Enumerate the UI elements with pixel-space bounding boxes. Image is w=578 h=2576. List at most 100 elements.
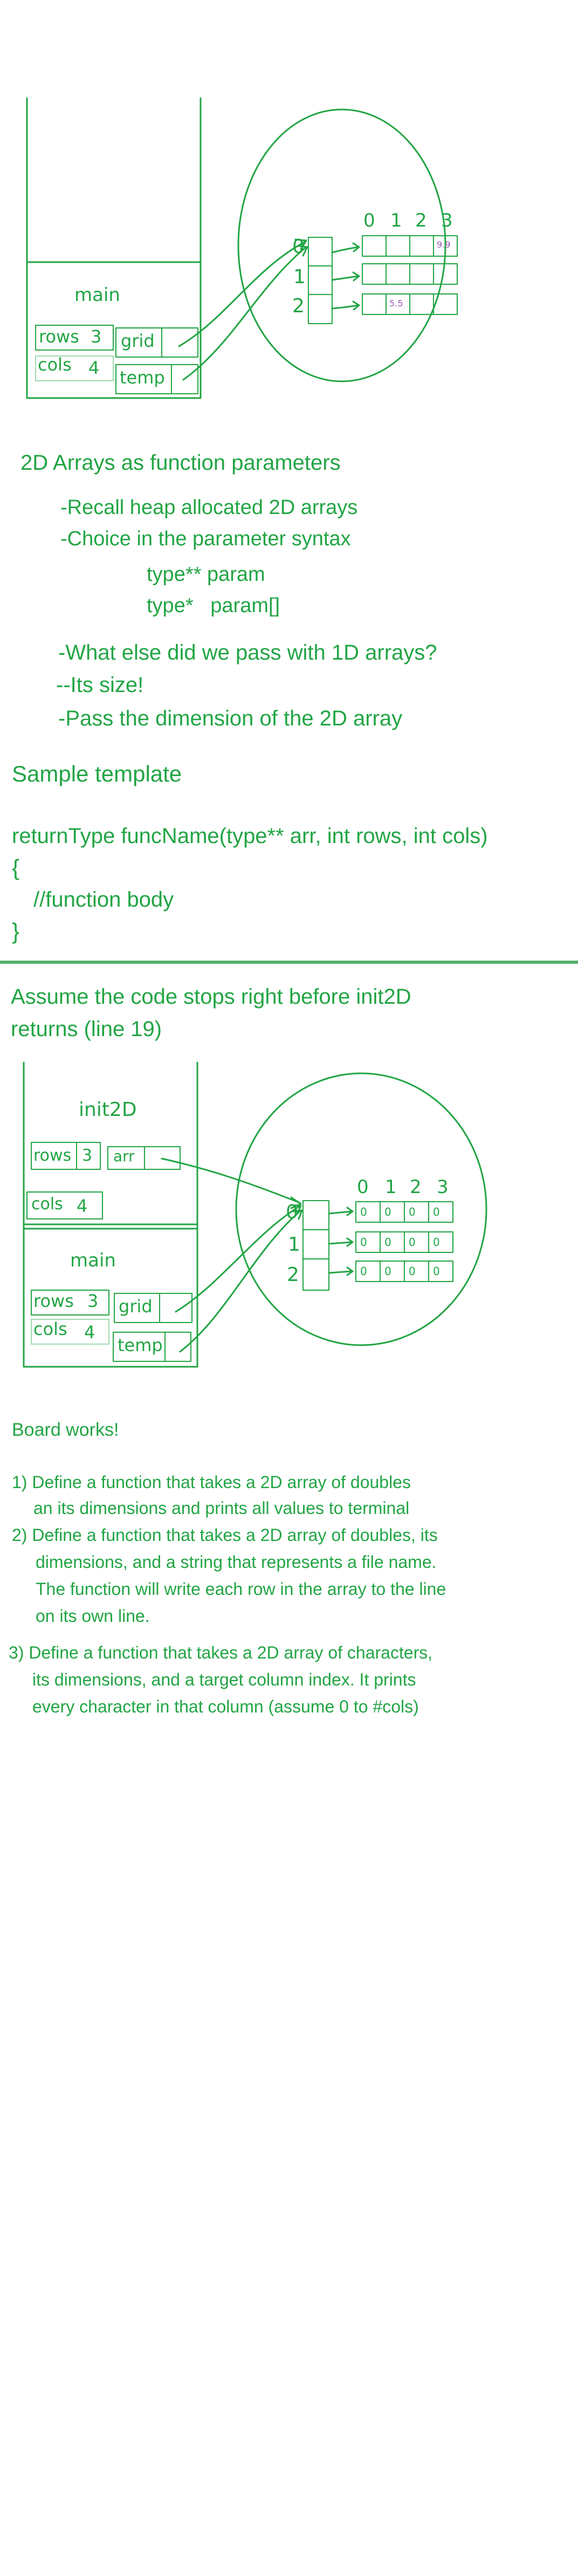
bullet-choice: -Choice in the parameter syntax	[60, 527, 351, 550]
temp-to-heap-arrow-2	[179, 1209, 302, 1353]
temp-box-2	[113, 1332, 191, 1362]
row-index-1: 1	[293, 266, 306, 288]
grid-box-2	[114, 1293, 192, 1323]
template-close-brace: }	[12, 919, 20, 944]
stack-frame-diagram-2	[23, 1061, 198, 1368]
main-cols-box	[31, 1319, 109, 1345]
col-index-2: 2	[415, 210, 427, 231]
temp-to-heap-arrow	[182, 246, 307, 381]
cell-value-5-5: 5.5	[389, 298, 403, 309]
exercise-1-line-2: an its dimensions and prints all values …	[33, 1498, 410, 1518]
cell-zero: 0	[409, 1236, 416, 1249]
init-rows-value: 3	[82, 1146, 93, 1165]
cell-zero: 0	[433, 1265, 440, 1278]
cell-zero: 0	[409, 1205, 416, 1218]
heap-circle-2	[235, 1072, 487, 1346]
init-rows-label: rows	[33, 1146, 72, 1165]
row2-index-1: 1	[288, 1234, 300, 1256]
rows-value: 3	[91, 326, 102, 347]
row-0-arrow	[331, 246, 359, 254]
col2-index-1: 1	[385, 1176, 397, 1198]
main-rows-value: 3	[87, 1291, 99, 1311]
row2-index-0: 0	[286, 1201, 298, 1223]
cols-label: cols	[38, 354, 72, 375]
col2-index-3: 3	[437, 1176, 449, 1198]
cell-zero: 0	[384, 1205, 391, 1218]
cell-zero: 0	[433, 1205, 440, 1218]
template-heading: Sample template	[12, 761, 182, 786]
grid-to-heap-arrow	[178, 241, 306, 347]
bullet-pass-dimension: -Pass the dimension of the 2D array	[58, 707, 403, 730]
grid-label-2: grid	[119, 1296, 153, 1317]
main-frame-label-2: main	[70, 1250, 116, 1271]
temp-variable-box	[115, 364, 198, 394]
cell-zero: 0	[384, 1236, 391, 1249]
cell-zero: 0	[433, 1236, 440, 1249]
heap-diagram-2	[161, 1072, 487, 1353]
template-body: //function body	[33, 888, 174, 912]
board-heading: Board works!	[12, 1420, 119, 1440]
arr-label: arr	[113, 1147, 135, 1165]
syntax-double-pointer: type** param	[147, 563, 265, 586]
assume-line-2: returns (line 19)	[11, 1017, 162, 1041]
stack-frame-diagram-1	[26, 97, 202, 399]
heap-circle	[237, 108, 446, 382]
assume-line-1: Assume the code stops right before init2…	[11, 985, 411, 1009]
main-cols-value: 4	[84, 1322, 95, 1342]
template-signature: returnType funcName(type** arr, int rows…	[12, 824, 488, 848]
row-2-arrow	[331, 304, 359, 310]
temp-label: temp	[120, 367, 165, 388]
exercise-2-line-3: The function will write each row in the …	[36, 1579, 446, 1599]
main-rows-box	[31, 1290, 109, 1316]
main-frame-label: main	[74, 284, 120, 306]
exercise-3-line-1: 3) Define a function that takes a 2D arr…	[9, 1643, 433, 1662]
row-index-0: 0	[292, 236, 305, 258]
init-cols-label: cols	[31, 1195, 63, 1214]
init-rows-box	[31, 1142, 101, 1170]
arr-to-heap-arrow	[161, 1157, 301, 1204]
rows-variable-box	[35, 325, 114, 351]
syntax-array-param: type* param[]	[147, 594, 280, 617]
cols-variable-box	[35, 355, 114, 381]
init2d-frame-label: init2D	[79, 1099, 137, 1121]
col-index-3: 3	[441, 210, 453, 231]
exercise-1-line-1: 1) Define a function that takes a 2D arr…	[12, 1472, 411, 1492]
grid-variable-box	[115, 327, 198, 358]
cell-zero: 0	[384, 1265, 391, 1278]
col-index-0: 0	[363, 210, 375, 231]
row-pointer-array-2	[302, 1200, 329, 1291]
cell-value-9-9: 9.9	[437, 239, 451, 250]
init-cols-box	[26, 1191, 103, 1220]
bullet-recall: -Recall heap allocated 2D arrays	[60, 496, 358, 519]
exercise-2-line-2: dimensions, and a string that represents…	[36, 1552, 437, 1572]
row-pointer-array	[308, 237, 333, 324]
col2-index-0: 0	[357, 1176, 369, 1198]
bullet-what-else: -What else did we pass with 1D arrays?	[58, 641, 437, 664]
cell-zero: 0	[409, 1265, 416, 1278]
exercise-3-line-2: its dimensions, and a target column inde…	[32, 1670, 416, 1689]
main-cols-label: cols	[33, 1319, 67, 1339]
cell-zero: 0	[360, 1265, 367, 1278]
exercise-2-line-1: 2) Define a function that takes a 2D arr…	[12, 1525, 438, 1545]
row2-index-2: 2	[287, 1264, 299, 1286]
exercise-3-line-3: every character in that column (assume 0…	[32, 1697, 419, 1716]
section-title: 2D Arrays as function parameters	[20, 451, 341, 475]
exercise-2-line-4: on its own line.	[36, 1606, 150, 1626]
col-index-1: 1	[390, 210, 402, 231]
cell-zero: 0	[360, 1236, 367, 1249]
init-cols-value: 4	[77, 1196, 88, 1216]
rows-label: rows	[39, 326, 79, 347]
temp-label-2: temp	[118, 1335, 163, 1355]
main-rows-label: rows	[33, 1291, 74, 1311]
bullet-its-size: --Its size!	[56, 673, 144, 697]
row-index-2: 2	[292, 295, 305, 317]
heap-diagram-1	[178, 108, 458, 382]
template-open-brace: {	[12, 855, 20, 880]
cell-zero: 0	[360, 1205, 367, 1218]
cols-value: 4	[88, 358, 100, 378]
col2-index-2: 2	[410, 1176, 422, 1198]
grid-to-heap-arrow-2	[175, 1205, 301, 1313]
row-1-arrow	[331, 275, 359, 281]
grid-label: grid	[121, 331, 155, 351]
